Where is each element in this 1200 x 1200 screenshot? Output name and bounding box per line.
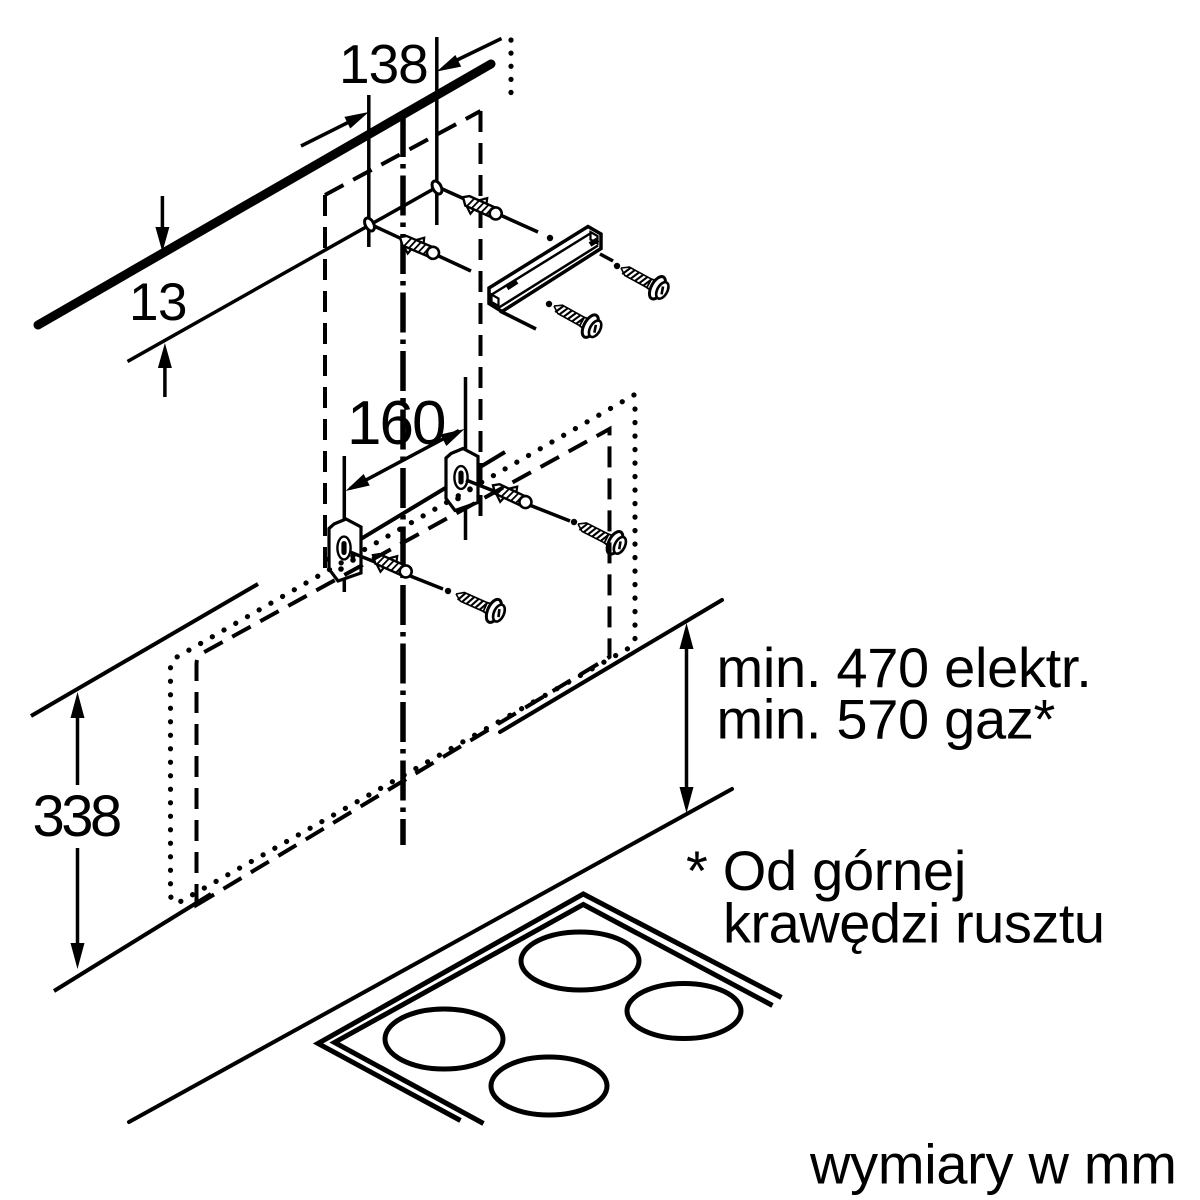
svg-text:138: 138 bbox=[339, 33, 428, 95]
svg-text:wymiary w mm: wymiary w mm bbox=[809, 1133, 1177, 1196]
svg-text:min. 570 gaz*: min. 570 gaz* bbox=[717, 688, 1056, 751]
svg-text:13: 13 bbox=[129, 273, 187, 332]
svg-text:min. 470 elektr.: min. 470 elektr. bbox=[717, 636, 1092, 699]
svg-text:160: 160 bbox=[347, 389, 445, 458]
svg-text:338: 338 bbox=[33, 784, 121, 849]
svg-text:* Od górnej: * Od górnej bbox=[686, 839, 966, 902]
svg-text:krawędzi rusztu: krawędzi rusztu bbox=[723, 892, 1105, 955]
